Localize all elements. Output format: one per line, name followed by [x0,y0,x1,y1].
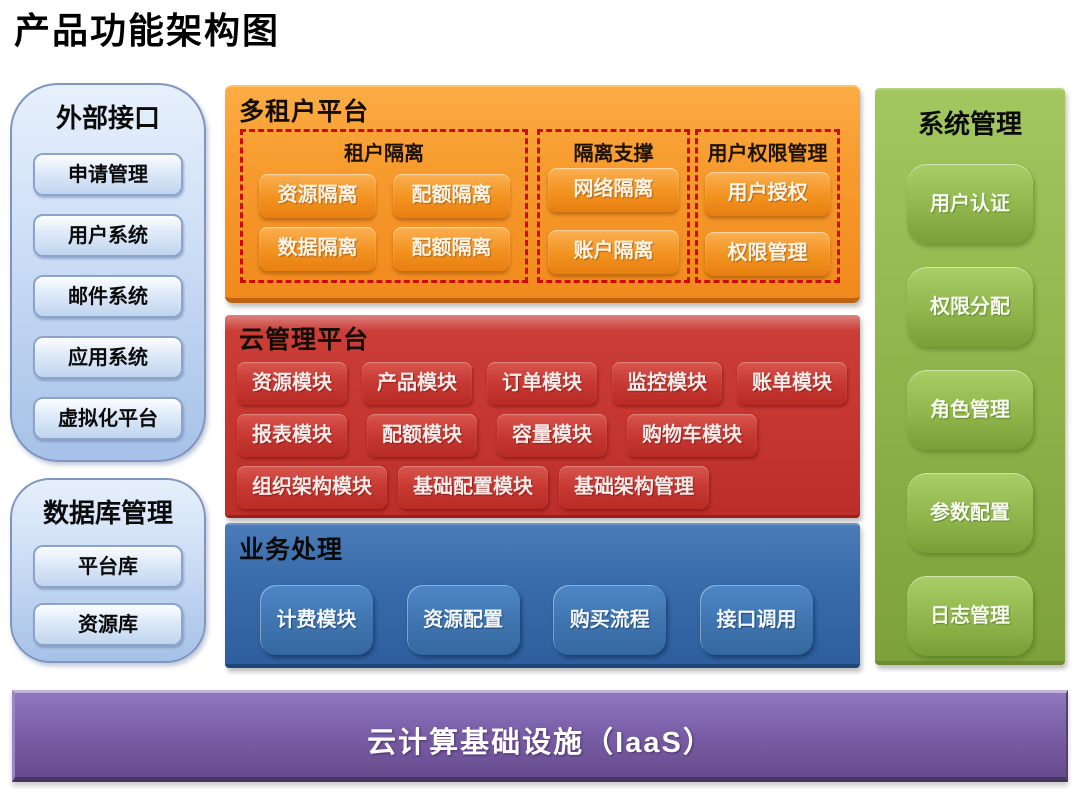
chip-quota-module: 配额模块 [367,414,477,457]
multi-tenant-platform-title: 多租户平台 [239,98,370,126]
chip-report-module: 报表模块 [237,414,347,457]
chip-resource-module: 资源模块 [237,362,347,405]
chip-charging-module: 计费模块 [260,585,373,655]
chip-network-isolation: 网络隔离 [548,168,679,212]
chip-api-call: 接口调用 [699,585,813,655]
chip-request-management: 申请管理 [33,153,183,196]
cloud-modules-row-1: 资源模块 产品模块 订单模块 监控模块 账单模块 [237,362,847,405]
chip-parameter-config: 参数配置 [907,473,1033,553]
chip-resource-db: 资源库 [33,603,183,646]
external-interface-panel: 外部接口 申请管理 用户系统 邮件系统 应用系统 虚拟化平台 [10,83,206,462]
user-permission-group: 用户权限管理 用户授权 权限管理 [695,129,840,283]
system-management-title: 系统管理 [917,109,1022,139]
chip-mail-system: 邮件系统 [33,275,183,318]
chip-base-infra-management: 基础架构管理 [559,466,709,509]
chip-order-module: 订单模块 [487,362,597,405]
chip-user-authentication: 用户认证 [907,164,1033,244]
chip-purchase-flow: 购买流程 [553,585,667,655]
chip-resource-isolation: 资源隔离 [259,174,376,218]
database-management-panel: 数据库管理 平台库 资源库 [10,478,206,663]
chip-permission-assignment: 权限分配 [907,267,1033,347]
tenant-isolation-group: 租户隔离 资源隔离 配额隔离 数据隔离 配额隔离 [240,129,528,283]
cloud-modules-row-2: 报表模块 配额模块 容量模块 购物车模块 [237,414,757,457]
tenant-isolation-title: 租户隔离 [344,143,424,165]
chip-role-management: 角色管理 [907,370,1033,450]
chip-permission-management: 权限管理 [705,232,830,276]
cloud-management-panel: 云管理平台 资源模块 产品模块 订单模块 监控模块 账单模块 报表模块 配额模块… [225,315,860,518]
cloud-modules-row-3: 组织架构模块 基础配置模块 基础架构管理 [237,466,709,509]
chip-bill-module: 账单模块 [737,362,847,405]
chip-monitor-module: 监控模块 [612,362,722,405]
chip-platform-db: 平台库 [33,545,183,588]
chip-quota-isolation: 配额隔离 [393,174,510,218]
chip-capacity-module: 容量模块 [497,414,607,457]
page-title: 产品功能架构图 [14,10,281,51]
user-permission-title: 用户权限管理 [707,143,828,165]
chip-data-isolation: 数据隔离 [259,227,376,271]
chip-account-isolation: 账户隔离 [548,230,679,274]
chip-user-system: 用户系统 [33,214,183,257]
chip-product-module: 产品模块 [362,362,472,405]
system-management-panel: 系统管理 用户认证 权限分配 角色管理 参数配置 日志管理 [875,88,1065,665]
external-interface-title: 外部接口 [55,103,160,133]
iaas-label: 云计算基础设施（IaaS） [367,727,714,759]
chip-virtualization-platform: 虚拟化平台 [33,397,183,440]
chip-resource-config: 资源配置 [406,585,520,655]
business-processing-title: 业务处理 [239,536,344,564]
database-management-title: 数据库管理 [42,498,173,528]
chip-base-config-module: 基础配置模块 [398,466,548,509]
chip-application-system: 应用系统 [33,336,183,379]
chip-log-management: 日志管理 [907,576,1033,656]
chip-org-structure-module: 组织架构模块 [237,466,387,509]
isolation-support-group: 隔离支撑 网络隔离 账户隔离 [537,129,690,283]
cloud-management-title: 云管理平台 [239,326,370,354]
chip-shopping-cart-module: 购物车模块 [627,414,757,457]
iaas-infrastructure-bar: 云计算基础设施（IaaS） [12,690,1068,782]
isolation-support-title: 隔离支撑 [573,143,654,165]
business-processing-panel: 业务处理 计费模块 资源配置 购买流程 接口调用 [225,523,860,668]
business-modules-row: 计费模块 资源配置 购买流程 接口调用 [260,585,813,655]
multi-tenant-platform-panel: 多租户平台 租户隔离 资源隔离 配额隔离 数据隔离 配额隔离 隔离支撑 网络隔离… [225,85,860,303]
chip-quota-isolation-2: 配额隔离 [393,227,510,271]
chip-user-authorization: 用户授权 [705,172,830,216]
